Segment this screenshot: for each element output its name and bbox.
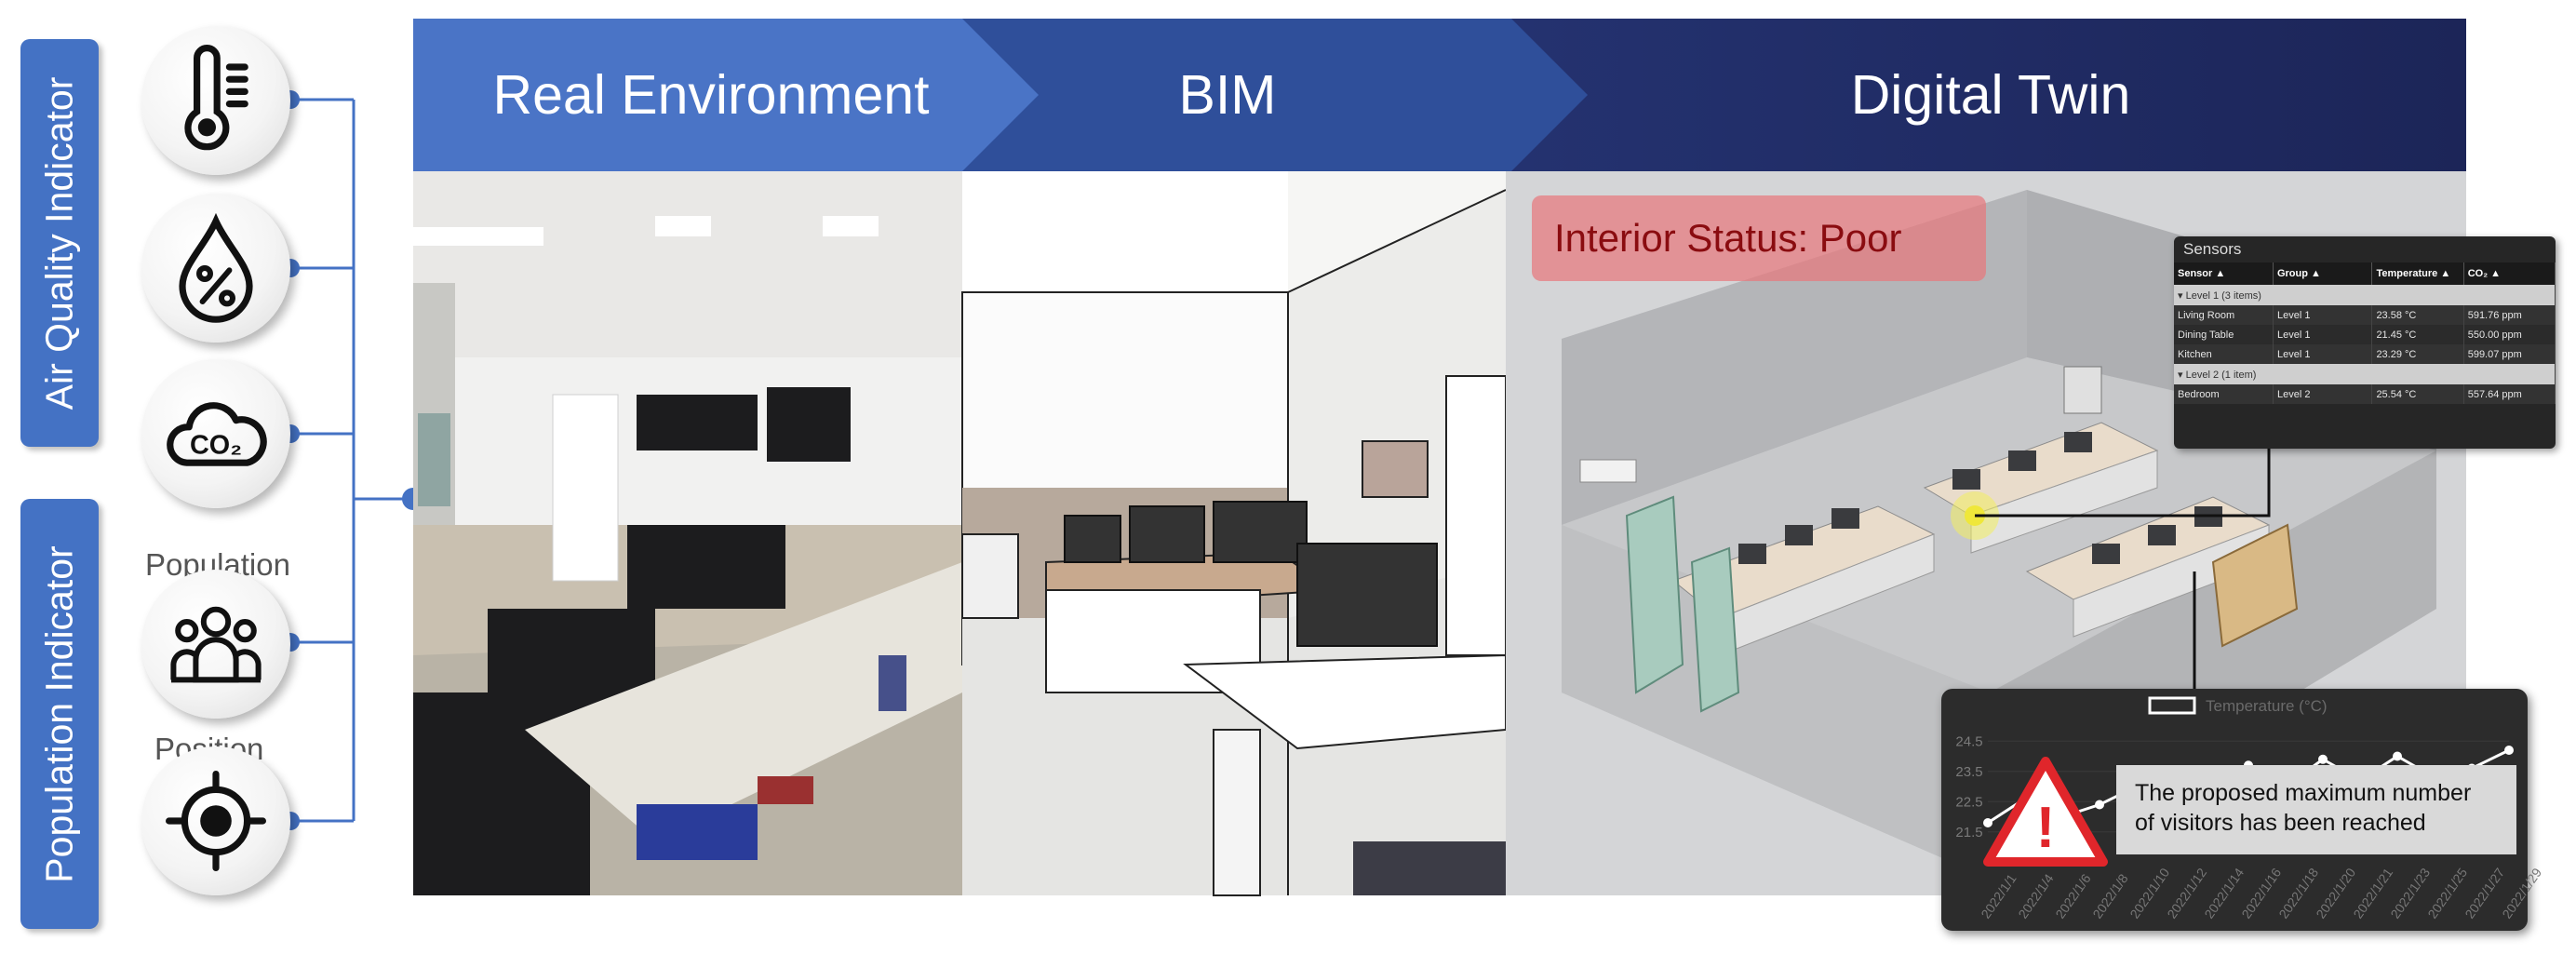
temperature-point [2318, 754, 2328, 764]
svg-text:!: ! [2036, 796, 2056, 860]
y-tick-label: 21.5 [1955, 825, 1982, 840]
x-tick-label: 2022/1/4 [2015, 871, 2056, 921]
temperature-point [2393, 751, 2402, 761]
y-tick-label: 22.5 [1955, 794, 1982, 810]
temperature-point [1983, 818, 1992, 827]
column-header-sensor[interactable]: Sensor ▲ [2174, 262, 2274, 285]
sensors-table: Sensor ▲ Group ▲ Temperature ▲ CO₂ ▲ ▾ L… [2174, 262, 2556, 404]
alert-line-2: of visitors has been reached [2135, 810, 2426, 836]
header-banner: Real Environment BIM Digital Twin [413, 19, 2466, 171]
banner-bim: BIM [1178, 64, 1277, 126]
sensors-panel: Sensors Sensor ▲ Group ▲ Temperature ▲ C… [2174, 236, 2556, 449]
temperature-point [2095, 800, 2104, 810]
banner-real-environment: Real Environment [492, 64, 930, 126]
chevron-down-icon[interactable]: ▾ [2178, 369, 2183, 381]
temperature-point [2504, 746, 2514, 755]
people-group-icon [141, 570, 290, 719]
banner-chevrons [413, 19, 2466, 171]
interior-status-badge: Interior Status: Poor [1532, 195, 1986, 281]
real-environment-photo [413, 171, 962, 895]
y-tick-label: 24.5 [1955, 733, 1982, 749]
chevron-down-icon[interactable]: ▾ [2178, 289, 2183, 302]
column-header-temperature[interactable]: Temperature ▲ [2371, 262, 2464, 285]
y-tick-label: 23.5 [1955, 764, 1982, 780]
warning-icon: ! [1983, 757, 2108, 867]
co2-cloud-icon: CO₂ [141, 359, 290, 508]
legend-swatch [2148, 696, 2196, 715]
legend-label: Temperature (°C) [2206, 697, 2328, 715]
visitor-limit-alert: The proposed maximum number of visitors … [2116, 765, 2516, 854]
sensors-panel-title: Sensors [2183, 240, 2242, 258]
banner-digital-twin: Digital Twin [1850, 64, 2131, 126]
x-tick-label: 2022/1/8 [2089, 871, 2130, 921]
humidity-drop-icon [141, 194, 290, 343]
x-tick-label: 2022/1/6 [2052, 871, 2093, 921]
column-header-co2[interactable]: CO₂ ▲ [2463, 262, 2556, 285]
position-target-icon [141, 746, 290, 895]
bim-render [961, 171, 1507, 896]
svg-text:CO₂: CO₂ [190, 431, 242, 461]
alert-line-1: The proposed maximum number [2135, 780, 2472, 806]
thermometer-icon [141, 26, 290, 175]
column-header-group[interactable]: Group ▲ [2273, 262, 2373, 285]
air-quality-indicator-label: Air Quality Indicator [20, 39, 99, 447]
x-tick-label: 2022/1/1 [1978, 871, 2019, 921]
group-row-level-2[interactable]: ▾ Level 2 (1 item) [2174, 364, 2556, 384]
group-row-level-1[interactable]: ▾ Level 1 (3 items) [2174, 285, 2556, 305]
population-indicator-label: Population Indicator [20, 499, 99, 929]
